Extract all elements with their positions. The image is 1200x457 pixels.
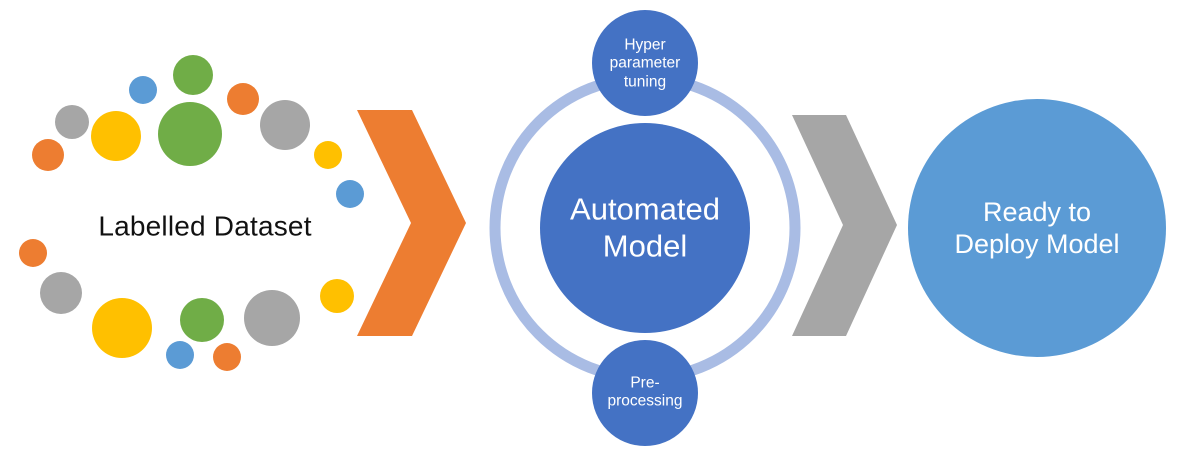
pre-processing-circle[interactable] [592,340,698,446]
dataset-dot [320,279,354,313]
dataset-dot [129,76,157,104]
dataset-dot [213,343,241,371]
dataset-dot [91,111,141,161]
dataset-dot [40,272,82,314]
dataset-dot [180,298,224,342]
hyperparameter-tuning-circle[interactable] [592,10,698,116]
dataset-dot [260,100,310,150]
dataset-dot [166,341,194,369]
dataset-dot [336,180,364,208]
dataset-dot [244,290,300,346]
dataset-dot [19,239,47,267]
dataset-dot [158,102,222,166]
ready-to-deploy-model-circle[interactable] [908,99,1166,357]
dataset-dot [314,141,342,169]
dataset-dot [55,105,89,139]
dataset-dot [173,55,213,95]
labelled-dataset-dot-cluster [19,55,364,371]
chevron-arrow-orange [357,110,466,336]
automated-model-circle[interactable] [540,123,750,333]
chevron-arrow-gray [792,115,897,336]
dataset-dot [92,298,152,358]
dataset-dot [32,139,64,171]
dataset-dot [227,83,259,115]
